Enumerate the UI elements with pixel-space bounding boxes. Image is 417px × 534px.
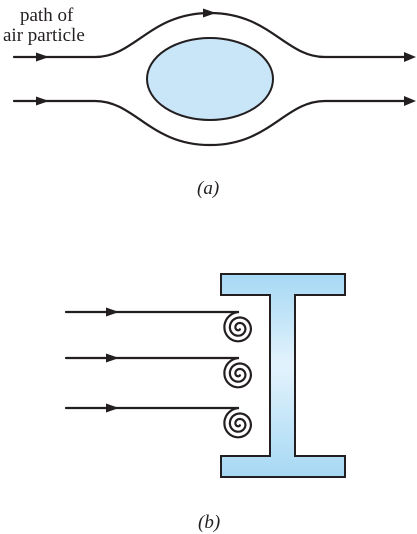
streamline-b-arrow-1: [106, 307, 119, 317]
upper-streamline-arrow-top: [203, 8, 216, 18]
streamline-b-3: [64, 406, 252, 439]
lower-streamline: [12, 99, 414, 147]
i-beam-obstacle: [220, 273, 346, 478]
panel-a: path of air particle (a): [3, 5, 416, 199]
ellipse-obstacle: [146, 37, 274, 121]
streamline-b-1: [64, 310, 252, 343]
streamline-b-arrow-2: [106, 353, 119, 363]
caption-b: (b): [198, 512, 220, 533]
upper-streamline-arrow-left: [36, 52, 49, 62]
streamline-b-arrow-3: [106, 403, 119, 413]
lower-streamline-arrow-left: [36, 96, 49, 106]
particle-label-line1: path of: [20, 5, 74, 26]
upper-streamline-arrowhead: [404, 52, 416, 62]
streamline-b-2: [64, 356, 252, 389]
streamlines-b: [64, 307, 252, 439]
caption-a: (a): [197, 178, 219, 199]
particle-label-line2: air particle: [3, 25, 85, 46]
panel-b: (b): [64, 273, 346, 533]
lower-streamline-arrowhead: [404, 96, 416, 106]
